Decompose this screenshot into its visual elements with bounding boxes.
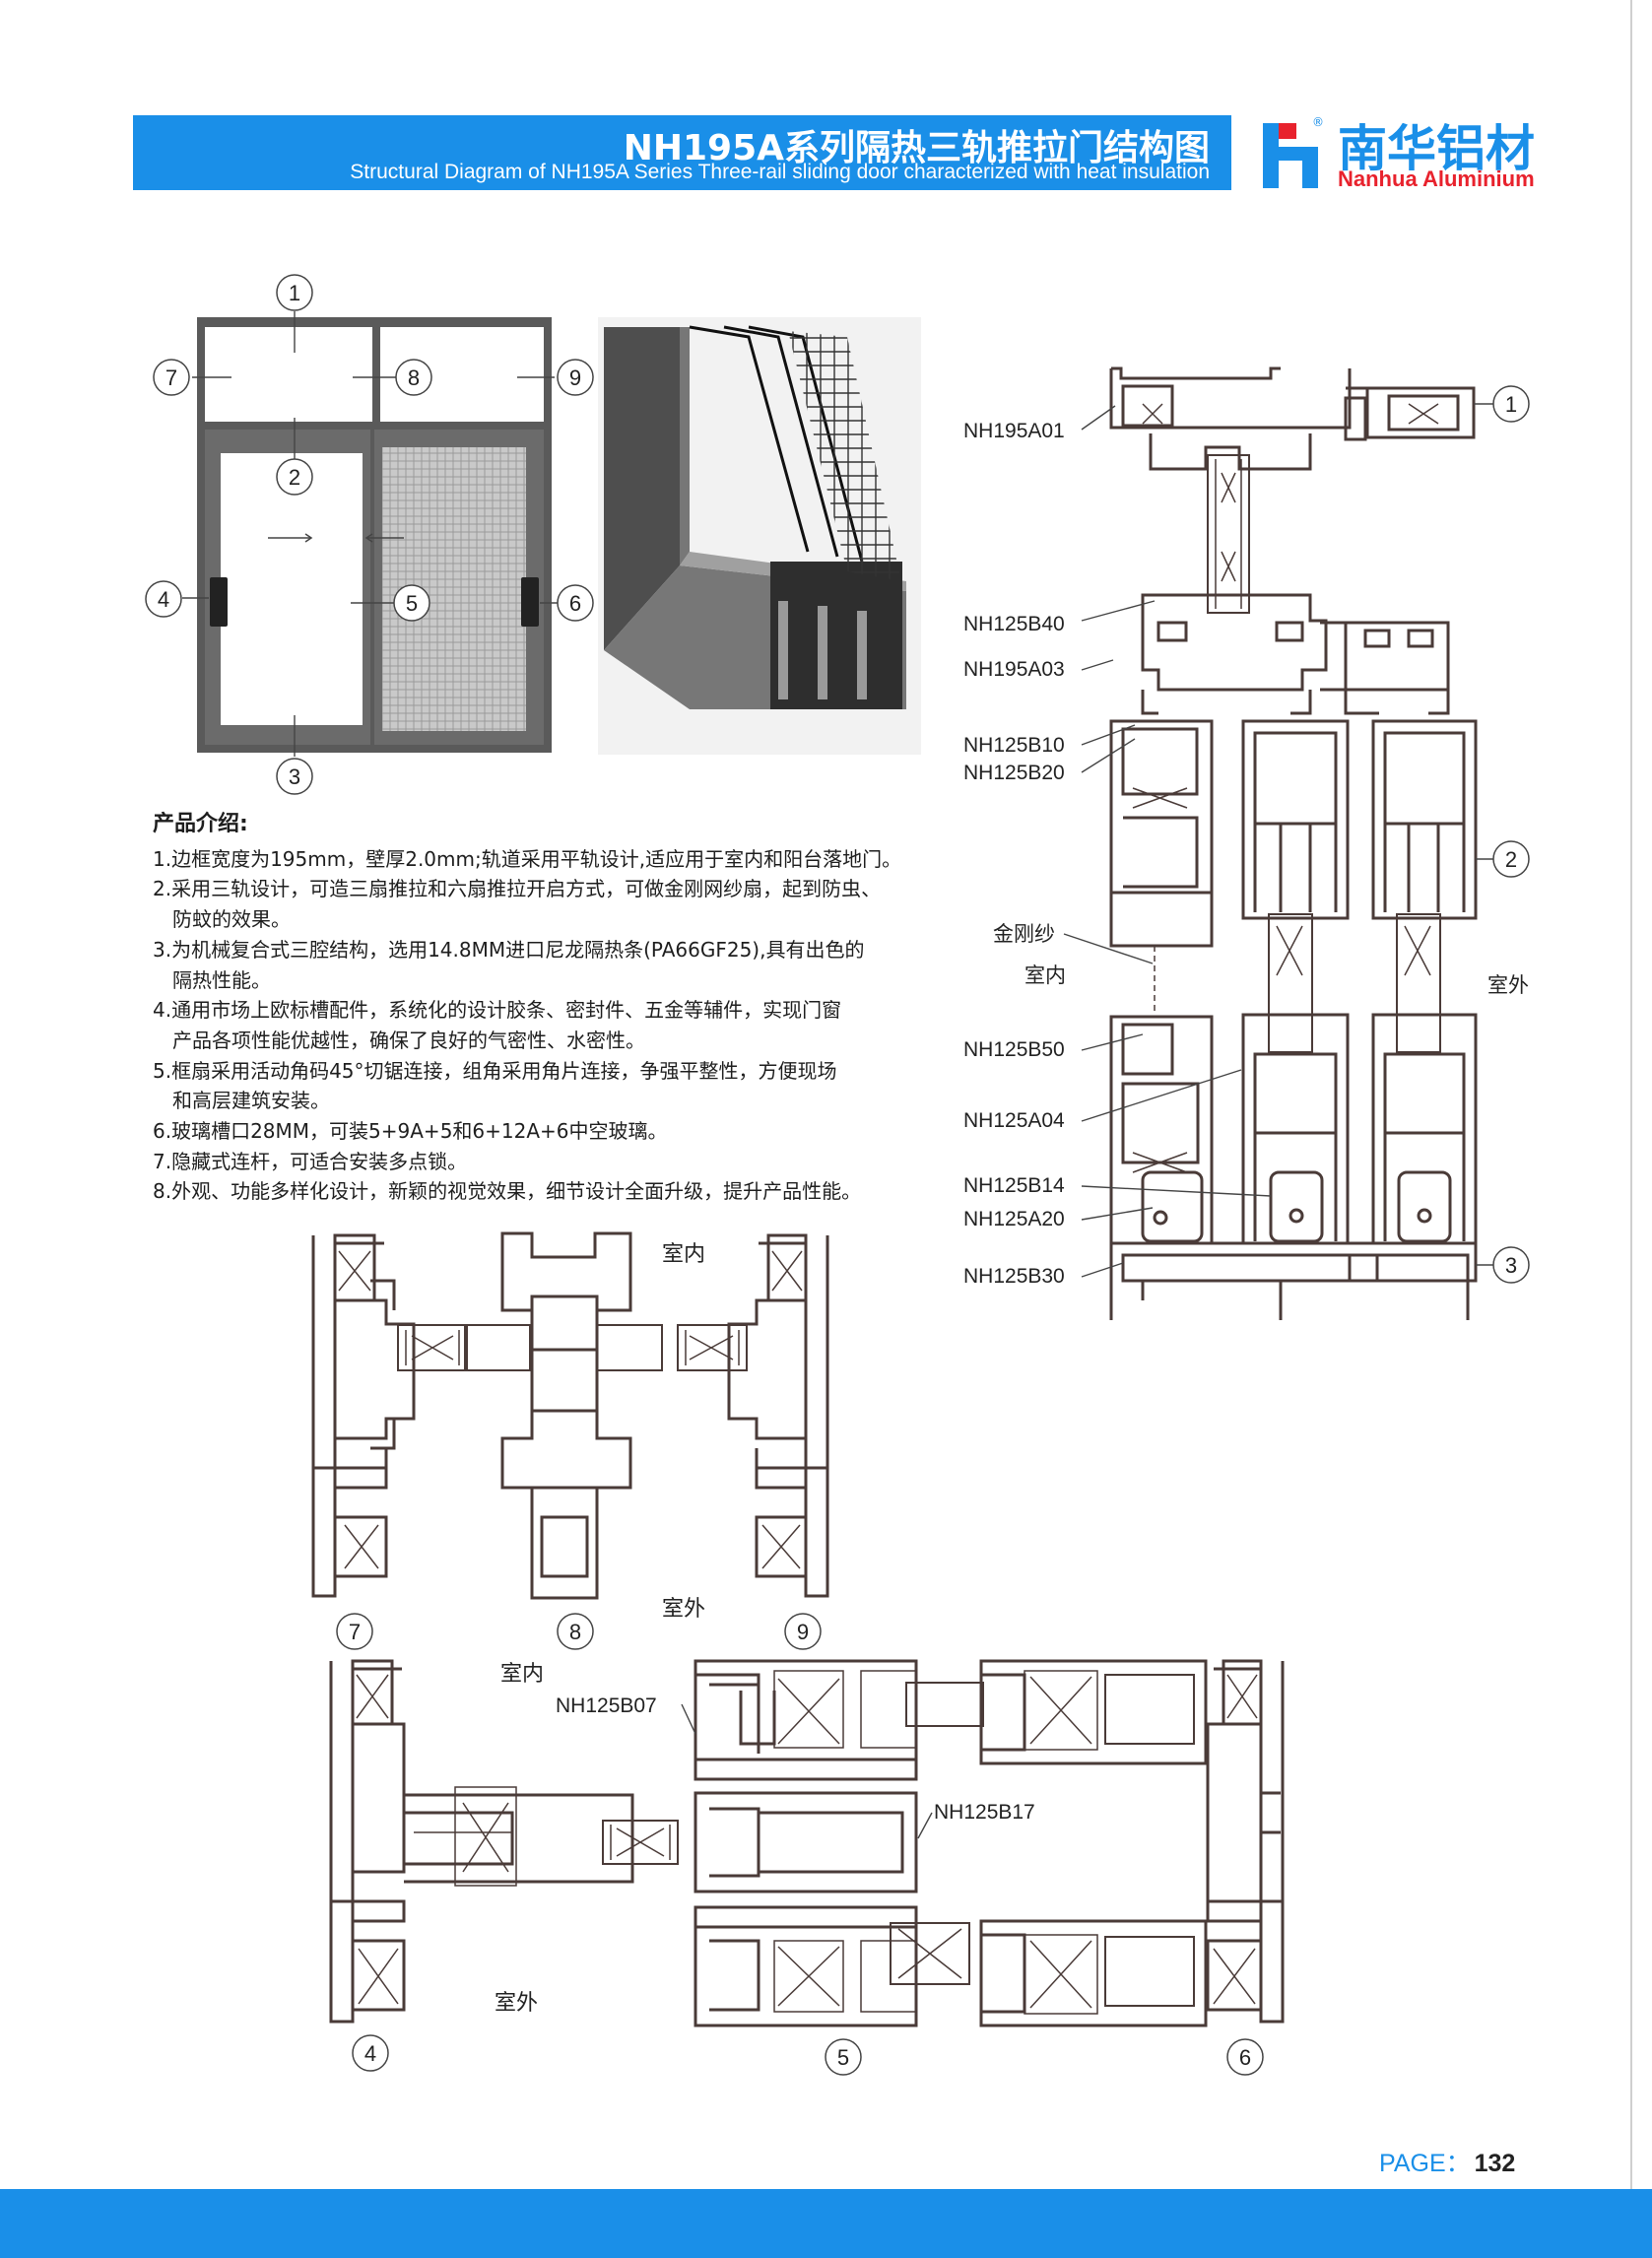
label-outdoor: 室外 bbox=[1487, 974, 1529, 997]
label-nh125b07: NH125B07 bbox=[556, 1694, 657, 1717]
intro-item: 5.框扇采用活动角码45°切锯连接，组角采用角片连接，争强平整性，方便现场 bbox=[153, 1058, 837, 1083]
upper-outdoor-label: 室外 bbox=[662, 1597, 705, 1622]
marker-1: 1 bbox=[289, 281, 300, 305]
ls-marker-5: 5 bbox=[837, 2045, 849, 2070]
label-nh125b20: NH125B20 bbox=[963, 762, 1065, 784]
ls-marker-4: 4 bbox=[364, 2041, 376, 2066]
marker-8: 8 bbox=[408, 365, 420, 390]
brand-logo: ® 南华铝材 Nanhua Aluminium bbox=[1259, 115, 1554, 194]
lower-indoor-label: 室内 bbox=[500, 1662, 544, 1687]
intro-item: 6.玻璃槽口28MM，可装5+9A+5和6+12A+6中空玻璃。 bbox=[153, 1119, 668, 1144]
marker-2: 2 bbox=[289, 465, 300, 490]
intro-title: 产品介绍: bbox=[153, 812, 248, 836]
product-intro: 产品介绍: 1.边框宽度为195mm，壁厚2.0mm;轨道采用平轨设计,适应用于… bbox=[153, 810, 970, 1207]
vertical-section-drawing bbox=[1109, 366, 1478, 1320]
marker-7: 7 bbox=[165, 365, 177, 390]
page-label: PAGE： bbox=[1379, 2150, 1471, 2177]
registered-mark: ® bbox=[1312, 115, 1324, 129]
vertical-section-markers bbox=[1492, 385, 1530, 1284]
label-indoor: 室内 bbox=[1024, 964, 1066, 987]
page-number: PAGE：132 bbox=[1379, 2144, 1515, 2179]
brand-name-en: Nanhua Aluminium bbox=[1338, 166, 1535, 191]
page-title: NH195A系列隔热三轨推拉门结构图 bbox=[623, 128, 1210, 168]
label-nh125b17: NH125B17 bbox=[934, 1801, 1035, 1824]
marker-3: 3 bbox=[289, 764, 300, 789]
label-nh125b14: NH125B14 bbox=[963, 1174, 1065, 1197]
intro-item: 4.通用市场上欧标槽配件，系统化的设计胶条、密封件、五金等辅件，实现门窗 bbox=[153, 998, 842, 1023]
ls-marker-6: 6 bbox=[1239, 2045, 1251, 2070]
intro-item: 隔热性能。 bbox=[172, 967, 271, 992]
vertical-section-leaders bbox=[1063, 403, 1493, 1278]
marker-4: 4 bbox=[158, 587, 169, 612]
marker-9: 9 bbox=[569, 365, 581, 390]
profile-3d-render bbox=[598, 317, 921, 755]
intro-item: 产品各项性能优越性，确保了良好的气密性、水密性。 bbox=[172, 1028, 645, 1052]
marker-6: 6 bbox=[569, 591, 581, 616]
us-marker-7: 7 bbox=[349, 1620, 361, 1644]
upper-section-drawing bbox=[311, 1231, 829, 1600]
label-mesh: 金刚纱 bbox=[993, 923, 1055, 946]
lower-outdoor-label: 室外 bbox=[495, 1991, 538, 2016]
label-nh195a01: NH195A01 bbox=[963, 420, 1065, 442]
marker-5: 5 bbox=[406, 591, 418, 616]
intro-item: 3.为机械复合式三腔结构，选用14.8MM进口尼龙隔热条(PA66GF25),具… bbox=[153, 937, 865, 962]
upper-indoor-label: 室内 bbox=[662, 1242, 705, 1267]
lower-section-leaders bbox=[681, 1703, 933, 1839]
intro-item: 和高层建筑安装。 bbox=[172, 1089, 330, 1113]
vs-marker-3: 3 bbox=[1505, 1253, 1517, 1278]
intro-item: 7.隐藏式连杆，可适合安装多点锁。 bbox=[153, 1149, 468, 1173]
vs-marker-2: 2 bbox=[1505, 847, 1517, 872]
label-nh125a04: NH125A04 bbox=[963, 1109, 1065, 1132]
page-subtitle: Structural Diagram of NH195A Series Thre… bbox=[350, 161, 1210, 183]
vertical-section-labels: NH195A01 NH125B40 NH195A03 NH125B10 NH12… bbox=[963, 420, 1529, 1288]
page-edge-line bbox=[1630, 0, 1632, 2258]
footer-banner bbox=[0, 2189, 1652, 2258]
nanhua-logo-icon bbox=[1263, 123, 1318, 188]
intro-item: 8.外观、功能多样化设计，新颖的视觉效果，细节设计全面升级，提升产品性能。 bbox=[153, 1179, 862, 1204]
page-number-value: 132 bbox=[1474, 2150, 1516, 2177]
label-nh125b50: NH125B50 bbox=[963, 1038, 1065, 1061]
intro-item: 防蚊的效果。 bbox=[172, 907, 291, 932]
header-banner: NH195A系列隔热三轨推拉门结构图 Structural Diagram of… bbox=[133, 115, 1231, 190]
intro-item: 1.边框宽度为195mm，壁厚2.0mm;轨道采用平轨设计,适应用于室内和阳台落… bbox=[153, 846, 902, 871]
door-elevation: 1 7 8 9 2 4 5 6 3 bbox=[145, 274, 594, 795]
lower-section-drawing bbox=[329, 1659, 1285, 2027]
label-nh195a03: NH195A03 bbox=[963, 658, 1065, 681]
label-nh125b30: NH125B30 bbox=[963, 1265, 1065, 1288]
vs-marker-1: 1 bbox=[1505, 392, 1517, 417]
label-nh125b10: NH125B10 bbox=[963, 734, 1065, 757]
us-marker-8: 8 bbox=[569, 1620, 581, 1644]
brand-name-cn: 南华铝材 bbox=[1338, 120, 1535, 177]
label-nh125a20: NH125A20 bbox=[963, 1208, 1065, 1230]
label-nh125b40: NH125B40 bbox=[963, 613, 1065, 635]
us-marker-9: 9 bbox=[797, 1620, 809, 1644]
intro-item: 2.采用三轨设计，可造三扇推拉和六扇推拉开启方式，可做金刚网纱扇，起到防虫、 bbox=[153, 877, 882, 901]
